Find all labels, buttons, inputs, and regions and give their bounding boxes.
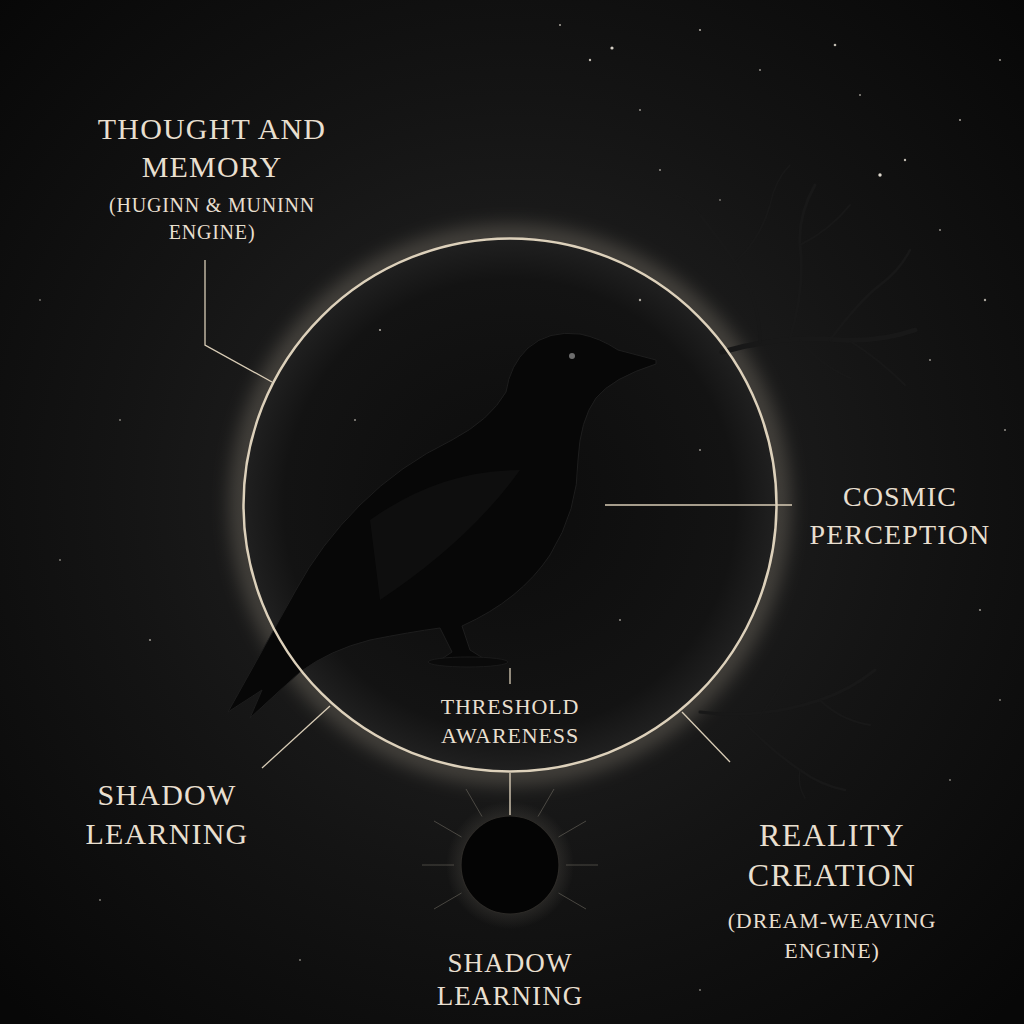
star [959, 119, 961, 121]
ray [538, 789, 554, 817]
leader-line [262, 706, 330, 768]
star [559, 24, 561, 26]
star [619, 619, 621, 621]
branch [735, 205, 770, 262]
branch [760, 665, 790, 716]
branch [800, 340, 850, 378]
raven-eye [569, 353, 575, 359]
star [119, 419, 121, 421]
stars [39, 24, 1006, 991]
star [719, 199, 721, 201]
ray [566, 865, 598, 866]
branch [800, 205, 850, 245]
ray [434, 893, 462, 909]
callout-label: COSMIC PERCEPTION [800, 478, 1000, 554]
ring-circle [244, 239, 777, 772]
shadow-orb [461, 816, 559, 914]
star [929, 359, 931, 361]
leader-lines [205, 260, 792, 768]
star [639, 299, 641, 301]
callout-label: REALITY CREATION [712, 815, 952, 895]
star [699, 29, 701, 31]
star [939, 229, 941, 231]
star [379, 329, 381, 331]
ray [559, 893, 587, 909]
star [39, 299, 41, 301]
callout-label: (DREAM-WEAVING ENGINE) [712, 906, 952, 965]
callout-label: (HUGINN & MUNINN ENGINE) [77, 192, 347, 246]
star [878, 173, 881, 176]
ray [422, 865, 454, 866]
leader-tick [509, 668, 510, 684]
branch [799, 770, 805, 798]
branch [850, 341, 905, 385]
star [979, 609, 981, 611]
leader-line [605, 504, 792, 505]
ring-outline [242, 237, 778, 773]
connector [509, 773, 510, 815]
star [299, 959, 301, 961]
star [699, 989, 701, 991]
star [99, 899, 101, 901]
node-label: THRESHOLD AWARENESS [420, 693, 600, 750]
orb-halo [446, 801, 574, 929]
star [984, 299, 986, 301]
ray [434, 821, 462, 837]
callout-label: SHADOW LEARNING [67, 775, 267, 853]
star [589, 59, 591, 61]
star [859, 94, 861, 96]
star [999, 59, 1001, 61]
node-label: SHADOW LEARNING [400, 947, 620, 1013]
star [354, 419, 356, 421]
orb-node: SHADOW LEARNING [400, 815, 620, 1013]
star [659, 169, 661, 171]
star [639, 109, 641, 111]
branch [700, 215, 760, 342]
ray [466, 789, 482, 817]
star [999, 699, 1001, 701]
branch [820, 700, 870, 725]
leader-line [682, 712, 730, 762]
callout-label: THOUGHT AND MEMORY [77, 110, 347, 185]
star [949, 779, 951, 781]
star [904, 159, 906, 161]
branch [790, 185, 815, 338]
star [149, 639, 151, 641]
star [759, 69, 761, 71]
branch [740, 718, 845, 790]
ray [559, 821, 587, 837]
perch [428, 657, 508, 667]
star [610, 46, 613, 49]
branch [830, 250, 910, 340]
circle-node: THRESHOLD AWARENESS [242, 237, 778, 773]
branch [675, 195, 700, 215]
orb-outline [460, 815, 560, 915]
star [834, 44, 837, 47]
star [59, 559, 61, 561]
leader-line [205, 260, 272, 382]
star [1004, 429, 1006, 431]
branch [770, 165, 790, 205]
branch [700, 670, 875, 714]
star [699, 449, 701, 451]
raven-wing [370, 470, 520, 600]
branch [722, 330, 915, 352]
